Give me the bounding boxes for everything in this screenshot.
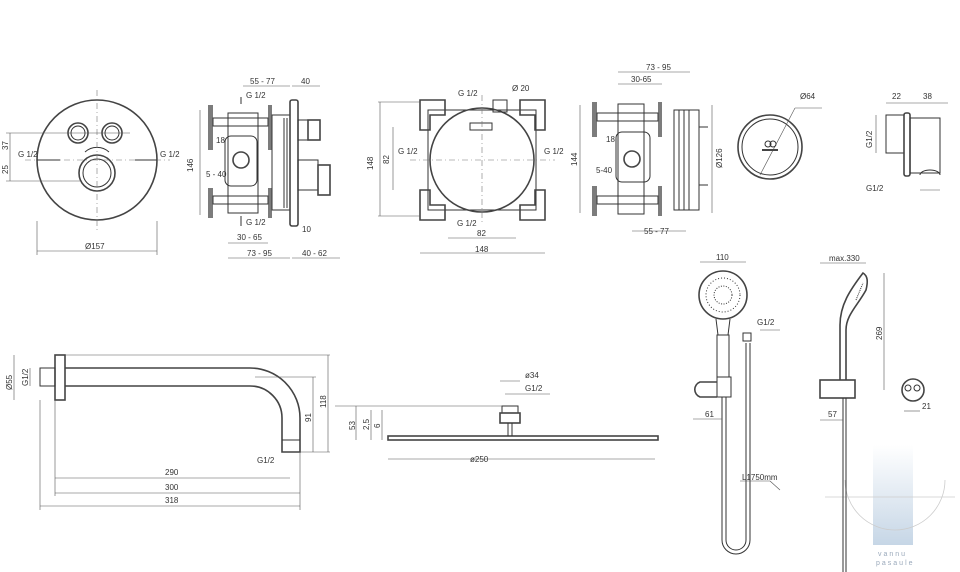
box-side-view: 73 - 95 30-65 18 144 5-40 55 - 77 Ø126: [570, 63, 724, 236]
faceplate-diameter: Ø157: [85, 242, 105, 251]
box-inner-width: 82: [477, 229, 486, 238]
head-thread: G1/2: [525, 384, 543, 393]
boxside-dim-30-65: 30-65: [631, 75, 652, 84]
hand-max-length: max.330: [829, 254, 860, 263]
hand-dim-21: 21: [922, 402, 931, 411]
valve-dim-40-62: 40 - 62: [302, 249, 327, 258]
faceplate-inlet-right: G 1/2: [160, 150, 180, 159]
box-pipe-diameter: Ø 20: [512, 84, 530, 93]
box-inner-height: 82: [382, 155, 391, 164]
head-dim-2-5: 2,5: [362, 418, 371, 430]
faceplate-dim-37: 37: [1, 141, 10, 150]
hand-head-width: 110: [716, 253, 729, 262]
arm-thread-wall: G1/2: [21, 368, 30, 386]
valve-outlet-top: G 1/2: [246, 91, 266, 100]
outlet-thread-in: G1/2: [865, 130, 874, 148]
valve-dim-18: 18: [216, 136, 225, 145]
trim-plate-view: Ø64: [737, 92, 822, 180]
arm-plate-diameter: Ø55: [5, 374, 14, 390]
wall-outlet-view: 22 38 G1/2 G1/2: [865, 92, 948, 193]
arm-length-318: 318: [165, 496, 179, 505]
head-diameter: ø250: [470, 455, 489, 464]
shower-arm-view: Ø55 G1/2 91 118 G1/2 290 300 318: [5, 354, 330, 510]
boxside-diameter: Ø126: [715, 148, 724, 168]
arm-drop: 91: [304, 413, 313, 422]
valve-side-view: 55 - 77 40 G 1/2 18 146 5 - 40 G 1/2 10 …: [186, 77, 340, 259]
faceplate-dim-25: 25: [1, 165, 10, 174]
hand-hose-thread: G1/2: [757, 318, 775, 327]
valve-dim-55-77: 55 - 77: [250, 77, 275, 86]
brand-logo: [762, 149, 778, 151]
arm-length-290: 290: [165, 468, 179, 477]
box-outlet-bottom: G 1/2: [457, 219, 477, 228]
arm-thread-head: G1/2: [257, 456, 275, 465]
hand-shower-front-view: 110 G1/2 61 L1750mm: [693, 253, 781, 555]
head-dim-6: 6: [373, 423, 382, 428]
shower-head-view: ø34 G1/2 53 2,5 6 ø250: [335, 371, 659, 464]
box-outlet-top: G 1/2: [458, 89, 478, 98]
watermark-line2: pasaule: [876, 560, 915, 567]
head-height: 53: [348, 421, 357, 430]
boxside-dim-73-95: 73 - 95: [646, 63, 671, 72]
outlet-dim-22: 22: [892, 92, 901, 101]
hand-holder-57: 57: [828, 410, 837, 419]
outlet-dim-38: 38: [923, 92, 932, 101]
boxside-dim-55-77: 55 - 77: [644, 227, 669, 236]
hand-holder-depth: 61: [705, 410, 714, 419]
watermark-line1: vannu: [878, 551, 907, 558]
watermark: vannu pasaule: [825, 445, 955, 567]
hand-shower-side-view: max.330 269 57 21: [819, 254, 931, 572]
hand-hose-length: L1750mm: [742, 473, 778, 482]
valve-outlet-bottom: G 1/2: [246, 218, 266, 227]
valve-dim-5-40: 5 - 40: [206, 170, 227, 179]
faceplate-view: 37 25 G 1/2 G 1/2 Ø157: [1, 90, 180, 255]
boxside-height: 144: [570, 152, 579, 166]
valve-dim-30-65: 30 - 65: [237, 233, 262, 242]
faceplate-inlet-left: G 1/2: [18, 150, 38, 159]
valve-dim-40: 40: [301, 77, 310, 86]
arm-total-height: 118: [319, 395, 328, 408]
outlet-thread-out: G1/2: [866, 184, 884, 193]
boxside-dim-18: 18: [606, 135, 615, 144]
box-inlet-left: G 1/2: [398, 147, 418, 156]
head-connector-diameter: ø34: [525, 371, 539, 380]
valve-height: 146: [186, 158, 195, 172]
box-inlet-right: G 1/2: [544, 147, 564, 156]
box-front-view: G 1/2 Ø 20 148 82 G 1/2 G 1/2 G 1/2 82 1…: [366, 84, 564, 254]
box-width: 148: [475, 245, 489, 254]
boxside-dim-5-40: 5-40: [596, 166, 613, 175]
arm-length-300: 300: [165, 483, 179, 492]
valve-dim-10: 10: [302, 225, 311, 234]
trim-diameter: Ø64: [800, 92, 816, 101]
box-height: 148: [366, 156, 375, 170]
hand-handle-length: 269: [875, 326, 884, 340]
valve-dim-73-95: 73 - 95: [247, 249, 272, 258]
